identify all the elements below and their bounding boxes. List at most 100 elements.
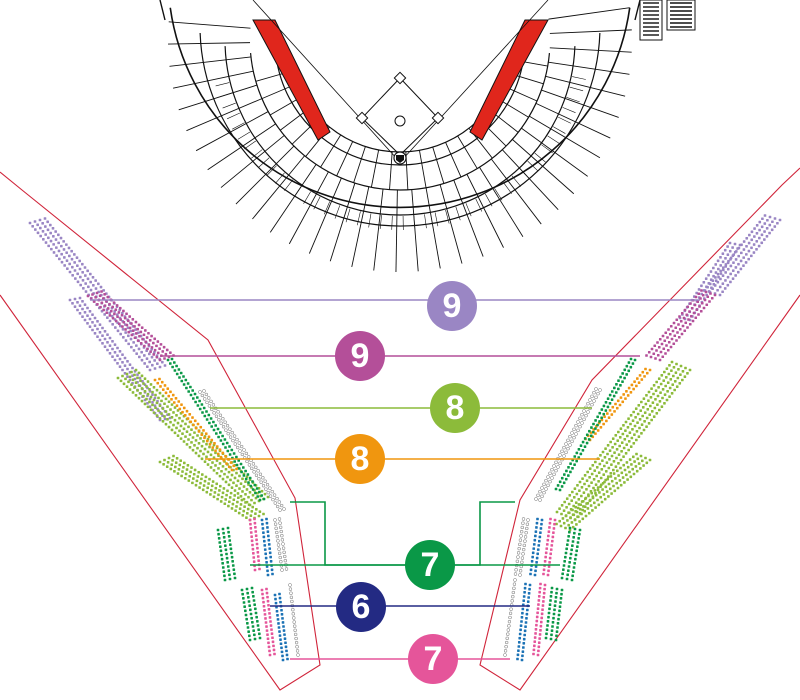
- seat: [524, 536, 527, 539]
- seat: [555, 635, 558, 638]
- level-badge-7-pink[interactable]: 7: [408, 634, 458, 684]
- seat: [584, 445, 587, 448]
- seat: [666, 336, 669, 339]
- seat: [527, 600, 530, 603]
- seat: [645, 354, 648, 357]
- section-divider: [536, 103, 610, 138]
- seat: [113, 313, 116, 316]
- seat: [582, 449, 585, 452]
- seat: [219, 448, 222, 451]
- seat: [519, 569, 522, 572]
- seat: [44, 225, 47, 228]
- seat: [641, 378, 644, 381]
- seat: [55, 238, 58, 241]
- seat: [584, 498, 587, 501]
- seat: [252, 494, 255, 497]
- seat: [569, 471, 572, 474]
- seat: [531, 560, 534, 563]
- seat: [545, 479, 548, 482]
- seat: [579, 529, 582, 532]
- seat: [763, 238, 766, 241]
- seat: [703, 281, 706, 284]
- seat: [39, 219, 42, 222]
- seat: [92, 284, 95, 287]
- seat: [574, 487, 577, 490]
- seat: [121, 353, 124, 356]
- seat: [87, 295, 90, 298]
- seat: [263, 498, 266, 501]
- seat: [568, 565, 571, 568]
- seat: [579, 425, 582, 428]
- seat: [540, 621, 543, 624]
- seat: [58, 250, 61, 253]
- seat: [277, 622, 280, 625]
- seat: [585, 414, 588, 417]
- seat: [722, 266, 725, 269]
- seat: [567, 535, 570, 538]
- seat: [555, 639, 558, 642]
- level-badge-9-upper[interactable]: 9: [427, 281, 477, 331]
- seat: [603, 481, 606, 484]
- seat: [74, 269, 77, 272]
- seat: [148, 401, 151, 404]
- seat: [274, 502, 277, 505]
- seat: [565, 451, 568, 454]
- level-badge-8-orange[interactable]: 8: [335, 434, 385, 484]
- level-badge-8-green[interactable]: 8: [430, 383, 480, 433]
- level-badge-9-lower[interactable]: 9: [335, 331, 385, 381]
- seat: [571, 575, 574, 578]
- seat: [162, 463, 165, 466]
- seat: [611, 390, 614, 393]
- seat: [548, 526, 551, 529]
- seat: [575, 433, 578, 436]
- section-divider: [433, 147, 444, 183]
- seat: [156, 362, 159, 365]
- seat: [663, 371, 666, 374]
- section-divider: [173, 71, 253, 88]
- seat: [644, 457, 647, 460]
- level-badge-6[interactable]: 6: [336, 582, 386, 632]
- seat: [264, 493, 267, 496]
- seat: [575, 550, 578, 553]
- seat: [250, 485, 253, 488]
- seat: [296, 650, 299, 653]
- seat: [717, 260, 720, 263]
- seat: [613, 472, 616, 475]
- seat: [547, 476, 550, 479]
- seat: [521, 655, 524, 658]
- scoreboard: [667, 0, 695, 30]
- seat: [89, 310, 92, 313]
- seat: [758, 237, 761, 240]
- seat: [764, 214, 767, 217]
- seat: [68, 247, 71, 250]
- seat: [163, 402, 166, 405]
- seat: [720, 272, 723, 275]
- seat: [548, 608, 551, 611]
- seat: [541, 519, 544, 522]
- seat: [516, 560, 519, 563]
- seat: [539, 587, 542, 590]
- seat: [178, 468, 181, 471]
- seat: [545, 552, 548, 555]
- seat: [294, 629, 297, 632]
- level-badge-7-green[interactable]: 7: [405, 540, 455, 590]
- seat: [264, 553, 267, 556]
- seat: [672, 330, 675, 333]
- seat: [252, 629, 255, 632]
- seat: [223, 540, 226, 543]
- seat: [648, 391, 651, 394]
- seat: [622, 464, 625, 467]
- seat: [201, 445, 204, 448]
- seat: [109, 320, 112, 323]
- section-divider: [419, 150, 426, 187]
- seat: [246, 488, 249, 491]
- seat: [541, 487, 544, 490]
- seat: [220, 470, 223, 473]
- seat: [542, 600, 545, 603]
- seat: [667, 328, 670, 331]
- seat: [207, 451, 210, 454]
- seat: [228, 445, 231, 448]
- seat: [675, 339, 678, 342]
- seat: [273, 653, 276, 656]
- seat: [222, 425, 225, 428]
